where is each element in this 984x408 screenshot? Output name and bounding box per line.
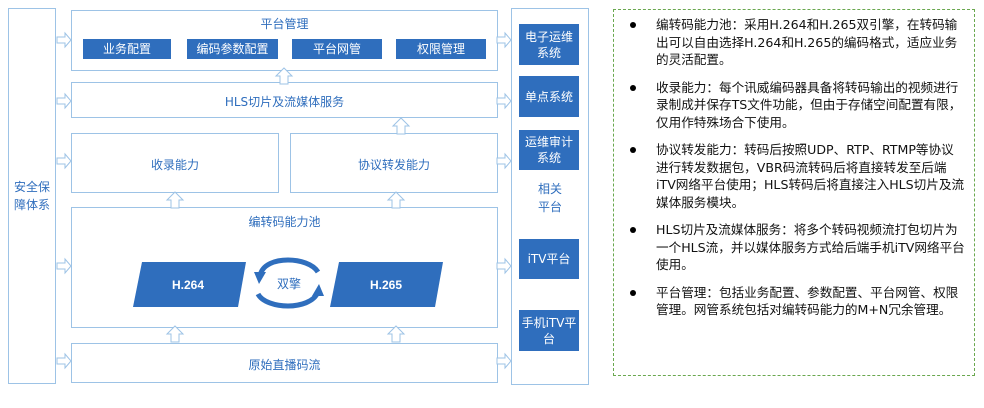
up-arrow-icon (387, 325, 405, 343)
up-arrow-icon (387, 191, 405, 209)
sso-system-button[interactable]: 单点系统 (519, 76, 579, 117)
cycle-arrows-icon (254, 257, 324, 309)
bullet-icon (630, 227, 636, 233)
right-arrow-icon (496, 32, 512, 48)
bullet-icon (630, 22, 636, 28)
security-system-column (8, 8, 56, 384)
h265-shape (330, 262, 443, 307)
hls-service-label: HLS切片及流媒体服务 (224, 95, 345, 109)
up-arrow-icon (166, 191, 184, 209)
up-arrow-icon (166, 325, 184, 343)
permission-mgmt-button[interactable]: 权限管理 (396, 39, 486, 59)
bullet-icon (630, 147, 636, 153)
right-arrow-icon (56, 93, 72, 109)
right-arrow-icon (56, 258, 72, 274)
mobile-itv-platform-button[interactable]: 手机iTV平台 (519, 310, 579, 351)
right-arrow-icon (496, 153, 512, 169)
protocol-forward-label: 协议转发能力 (357, 158, 430, 172)
notes-panel: 编转码能力池：采用H.264和H.265双引擎，在转码输出可以自由选择H.264… (613, 9, 975, 376)
note-text: HLS切片及流媒体服务：将多个转码视频流打包切片为一个HLS流，并以媒体服务方式… (656, 222, 965, 272)
note-item: 平台管理：包括业务配置、参数配置、平台网管、权限管理。网管系统包括对编转码能力的… (622, 284, 966, 319)
security-system-label: 安全保障体系 (13, 180, 50, 212)
h264-label: H.264 (172, 278, 204, 292)
bullet-icon (630, 289, 636, 296)
note-item: HLS切片及流媒体服务：将多个转码视频流打包切片为一个HLS流，并以媒体服务方式… (622, 221, 966, 274)
protocol-forward-panel (290, 133, 498, 193)
right-arrow-icon (56, 32, 72, 48)
right-arrow-icon (56, 353, 72, 369)
up-arrow-icon (275, 67, 293, 85)
platform-nms-button[interactable]: 平台网管 (292, 39, 382, 59)
right-arrow-icon (56, 153, 72, 169)
note-text: 编转码能力池：采用H.264和H.265双引擎，在转码输出可以自由选择H.264… (656, 17, 958, 67)
engine-label: 双擎 (277, 276, 301, 291)
right-arrow-icon (496, 258, 512, 274)
raw-stream-panel (71, 343, 498, 383)
note-text: 平台管理：包括业务配置、参数配置、平台网管、权限管理。网管系统包括对编转码能力的… (656, 284, 959, 318)
note-text: 协议转发能力：转码后按照UDP、RTP、RTMP等协议进行转发数据包，VBR码流… (656, 142, 965, 210)
platform-mgmt-title: 平台管理 (260, 17, 309, 31)
note-item: 编转码能力池：采用H.264和H.265双引擎，在转码输出可以自由选择H.264… (622, 16, 966, 69)
up-arrow-icon (392, 117, 410, 135)
business-config-button[interactable]: 业务配置 (83, 39, 171, 59)
h264-shape (133, 262, 246, 307)
codec-param-config-button[interactable]: 编码参数配置 (187, 39, 278, 59)
codec-pool-title: 编转码能力池 (248, 215, 321, 229)
note-text: 收录能力：每个讯威编码器具备将转码输出的视频进行录制成并保存TS文件功能，但由于… (656, 79, 962, 130)
related-platforms-title: 相关平台 (537, 182, 562, 214)
bullet-icon (630, 84, 636, 91)
note-item: 协议转发能力：转码后按照UDP、RTP、RTMP等协议进行转发数据包，VBR码流… (622, 141, 966, 211)
h265-label: H.265 (370, 278, 402, 292)
ops-audit-system-button[interactable]: 运维审计系统 (519, 130, 579, 170)
record-label: 收录能力 (150, 158, 199, 172)
right-arrow-icon (496, 353, 512, 369)
raw-stream-label: 原始直播码流 (248, 358, 321, 372)
note-item: 收录能力：每个讯威编码器具备将转码输出的视频进行录制成并保存TS文件功能，但由于… (622, 79, 966, 132)
emaint-system-button[interactable]: 电子运维系统 (519, 24, 579, 65)
right-arrow-icon (496, 93, 512, 109)
itv-platform-button[interactable]: iTV平台 (519, 239, 579, 279)
